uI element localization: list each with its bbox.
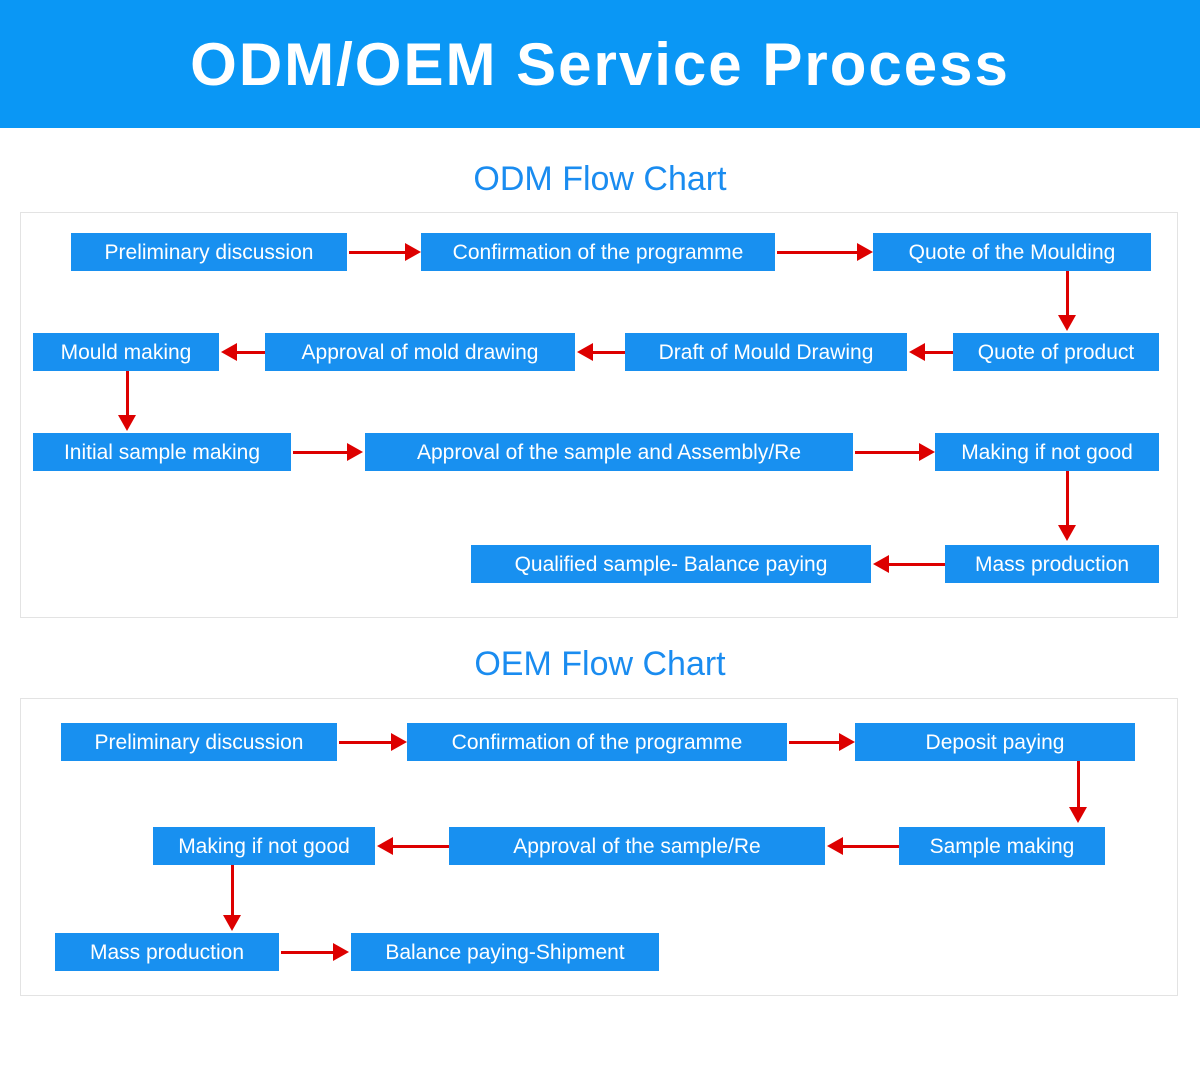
flow-step-oem-mass-production[interactable]: Mass production bbox=[55, 933, 279, 971]
arrow-left-odm-4-to-5 bbox=[909, 343, 953, 361]
arrow-left-oem-4-to-5 bbox=[827, 837, 899, 855]
flow-step-sample-making[interactable]: Sample making bbox=[899, 827, 1105, 865]
flow-step-mass-production[interactable]: Mass production bbox=[945, 545, 1159, 583]
odm-section-title: ODM Flow Chart bbox=[473, 160, 727, 198]
arrow-down-odm-7-to-8 bbox=[118, 371, 136, 431]
arrow-down-odm-3-to-4 bbox=[1058, 271, 1076, 331]
flow-step-approval-of-sample-assembly[interactable]: Approval of the sample and Assembly/Re bbox=[365, 433, 853, 471]
arrow-right-odm-9-to-10 bbox=[855, 443, 935, 461]
flow-step-oem-confirmation-of-programme[interactable]: Confirmation of the programme bbox=[407, 723, 787, 761]
arrow-left-oem-5-to-6 bbox=[377, 837, 449, 855]
arrow-right-odm-8-to-9 bbox=[293, 443, 363, 461]
flow-step-approval-of-mold-drawing[interactable]: Approval of mold drawing bbox=[265, 333, 575, 371]
oem-flow-chart-panel: Preliminary discussion Confirmation of t… bbox=[20, 698, 1178, 996]
oem-section-title: OEM Flow Chart bbox=[474, 645, 726, 683]
arrow-right-oem-2-to-3 bbox=[789, 733, 855, 751]
arrow-left-odm-5-to-6 bbox=[577, 343, 625, 361]
arrow-down-oem-3-to-4 bbox=[1069, 761, 1087, 823]
arrow-left-odm-6-to-7 bbox=[221, 343, 265, 361]
flow-step-draft-of-mould-drawing[interactable]: Draft of Mould Drawing bbox=[625, 333, 907, 371]
flow-step-quote-of-product[interactable]: Quote of product bbox=[953, 333, 1159, 371]
arrow-left-odm-11-to-12 bbox=[873, 555, 945, 573]
flow-step-preliminary-discussion[interactable]: Preliminary discussion bbox=[71, 233, 347, 271]
flow-step-approval-of-the-sample-re[interactable]: Approval of the sample/Re bbox=[449, 827, 825, 865]
page-title: ODM/OEM Service Process bbox=[190, 30, 1010, 98]
flow-step-making-if-not-good[interactable]: Making if not good bbox=[935, 433, 1159, 471]
arrow-down-oem-6-to-7 bbox=[223, 865, 241, 931]
flow-step-balance-paying-shipment[interactable]: Balance paying-Shipment bbox=[351, 933, 659, 971]
header-banner: ODM/OEM Service Process bbox=[0, 0, 1200, 128]
flow-step-initial-sample-making[interactable]: Initial sample making bbox=[33, 433, 291, 471]
arrow-right-odm-2-to-3 bbox=[777, 243, 873, 261]
arrow-right-oem-1-to-2 bbox=[339, 733, 407, 751]
flow-step-mould-making[interactable]: Mould making bbox=[33, 333, 219, 371]
flow-step-oem-making-if-not-good[interactable]: Making if not good bbox=[153, 827, 375, 865]
flow-step-quote-of-the-moulding[interactable]: Quote of the Moulding bbox=[873, 233, 1151, 271]
odm-flow-chart-panel: Preliminary discussion Confirmation of t… bbox=[20, 212, 1178, 618]
flow-step-oem-preliminary-discussion[interactable]: Preliminary discussion bbox=[61, 723, 337, 761]
arrow-down-odm-10-to-11 bbox=[1058, 471, 1076, 541]
arrow-right-odm-1-to-2 bbox=[349, 243, 421, 261]
arrow-right-oem-7-to-8 bbox=[281, 943, 349, 961]
flow-step-deposit-paying[interactable]: Deposit paying bbox=[855, 723, 1135, 761]
flow-step-confirmation-of-programme[interactable]: Confirmation of the programme bbox=[421, 233, 775, 271]
flow-step-qualified-sample-balance-paying[interactable]: Qualified sample- Balance paying bbox=[471, 545, 871, 583]
